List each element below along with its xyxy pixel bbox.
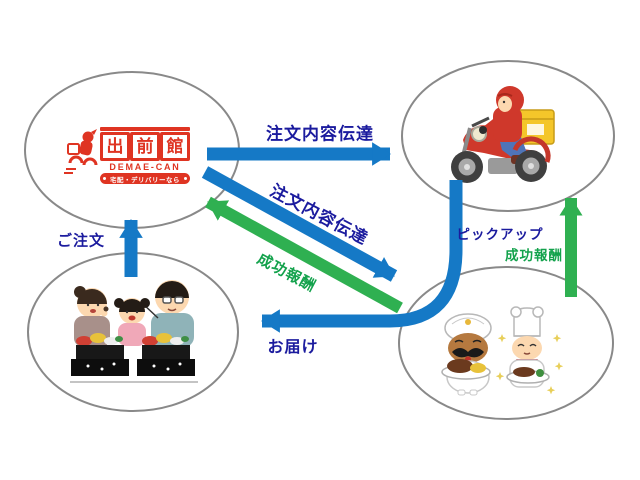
chefs-illustration	[441, 306, 564, 396]
success-fee-diagonal-arrow	[205, 196, 403, 314]
delivery-rider-illustration	[451, 86, 555, 183]
demaecan-logo: 出 前 館 DEMAE-CAN 宅配・デリバリーなら	[64, 127, 190, 184]
success-fee-vertical-label: 成功報酬	[505, 248, 563, 263]
banner-dot-icon	[184, 177, 187, 180]
logo-tagline-banner: 宅配・デリバリーなら	[100, 173, 190, 184]
logo-tagline: 宅配・デリバリーなら	[110, 176, 180, 184]
logo-romaji: DEMAE-CAN	[109, 162, 181, 172]
customer-order-label: ご注文	[56, 232, 106, 250]
courier-mascot-icon	[64, 129, 98, 174]
delivery-label: お届け	[267, 339, 319, 356]
logo-kanji-box: 出	[100, 132, 130, 161]
family-eating-illustration	[70, 280, 198, 383]
logo-top-bar	[100, 127, 190, 131]
logo-kanji-box: 前	[130, 132, 160, 161]
logo-kanji-char: 出	[106, 137, 124, 156]
logo-kanji-char: 前	[136, 137, 154, 156]
restaurant-ellipse	[398, 266, 614, 420]
banner-dot-icon	[103, 177, 106, 180]
logo-kanji-boxes: 出 前 館	[100, 132, 190, 161]
pickup-label: ピックアップ	[456, 227, 544, 242]
order-details-top-label: 注文内容伝達	[266, 124, 374, 144]
logo-kanji-char: 館	[166, 137, 184, 156]
logo-kanji-box: 館	[160, 132, 190, 161]
order-details-diagonal-arrow	[201, 166, 398, 282]
delivery-curved-arrow	[261, 180, 463, 333]
